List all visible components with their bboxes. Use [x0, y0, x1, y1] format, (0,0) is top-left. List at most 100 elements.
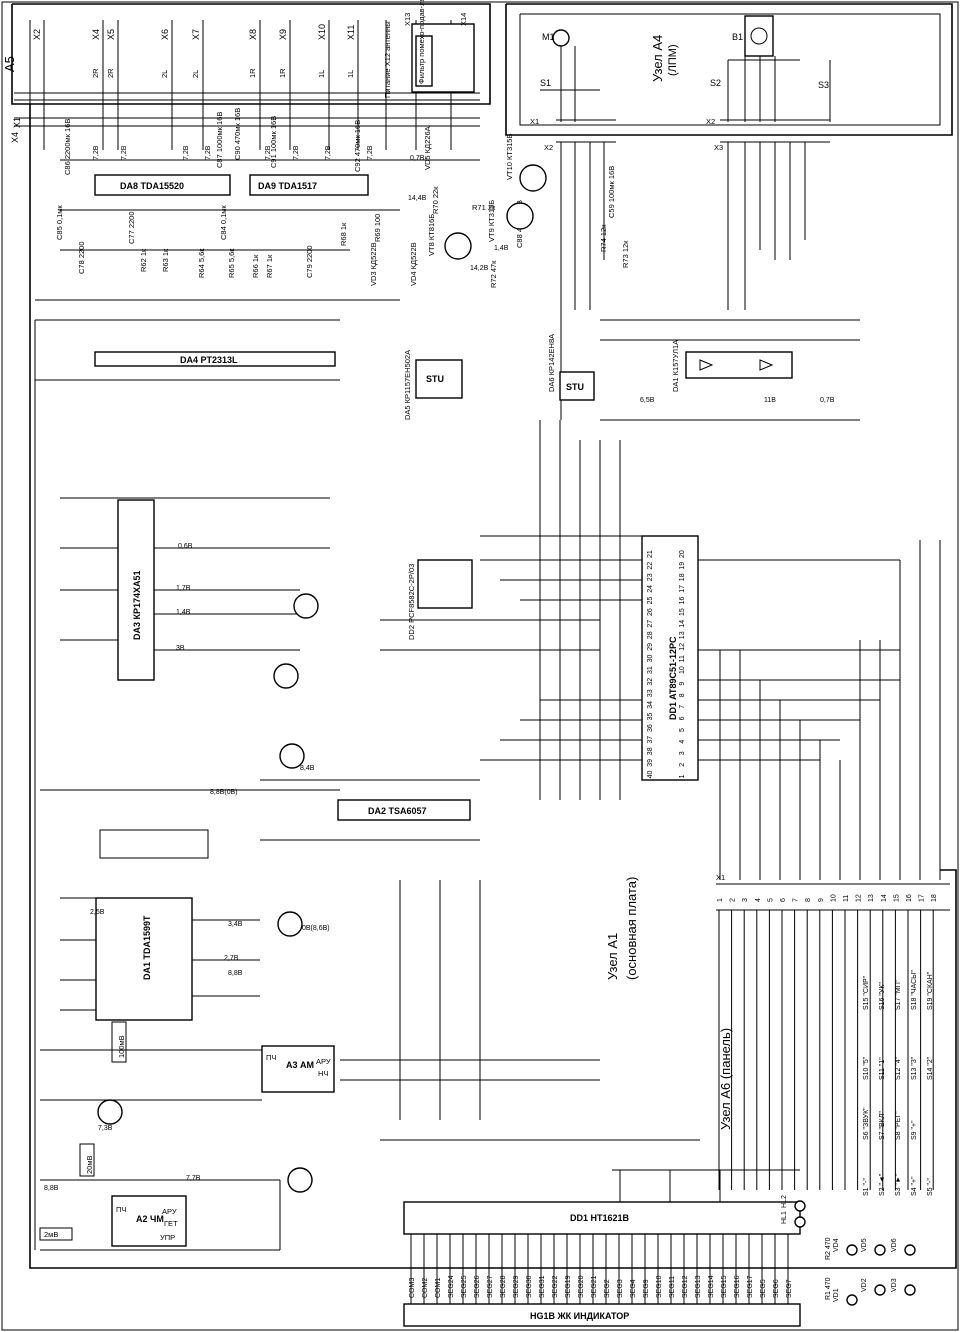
lcd-pin-label: SEG12	[682, 1275, 689, 1298]
panel-switch-label: S7 "ВКЛ"	[879, 1111, 886, 1140]
vt9-label: VT9 КТ315Б	[487, 200, 496, 242]
led-symbol	[904, 1284, 916, 1296]
panel-pin: 15	[893, 894, 900, 902]
signal-level-labels: 100мВ 20мВ 2мВ	[39, 1021, 127, 1241]
voltage-label: 3,4В	[228, 921, 243, 928]
voltage-label: 8,8В(0В)	[210, 789, 238, 796]
da1b-label: DA1 К157УЛ1А	[671, 340, 680, 392]
dd1-pin-left: 36	[647, 724, 654, 732]
dd1-pin-right: 9	[679, 682, 686, 686]
c90-label: C90 470мк 16В	[233, 108, 242, 160]
r68-label: R68 1к	[339, 222, 348, 246]
channel-label: 1L	[317, 70, 326, 78]
panel-pin: 17	[919, 894, 926, 902]
panel-switch-label: S12 "4"	[895, 1056, 902, 1080]
da4-chip	[94, 351, 336, 367]
dd1-pin-right: 11	[679, 655, 686, 662]
panel-pin: 3	[742, 898, 749, 902]
panel-pin: 2	[730, 898, 737, 902]
channel-label: 2R	[91, 68, 100, 78]
da3-fm-processor: DA3 КР174ХА51	[60, 497, 330, 689]
vt10-label: VT10 КТ315Б	[505, 134, 514, 180]
dd1-pin-right: 10	[679, 666, 686, 674]
ht1621-chip	[403, 1201, 801, 1235]
da2-chip	[337, 799, 471, 821]
panel-switch-label: S11 "1"	[879, 1057, 886, 1080]
lcd-pin-label: SEG11	[669, 1276, 676, 1298]
lcd-pin-label: COM3	[409, 1278, 416, 1298]
c77-label: C77 2200	[127, 211, 136, 244]
channel-label: 1R	[278, 68, 287, 78]
a2-label: A2 ЧМ	[136, 1214, 164, 1224]
voltage-label: 7,2В	[367, 145, 374, 160]
lcd-pin-label: SEG15	[721, 1275, 728, 1298]
top-signal-label: X2	[32, 29, 42, 40]
voltage-label: 7,2В	[293, 145, 300, 160]
da1-if-processor: DA1 TDA1599T	[40, 789, 340, 1021]
lcd-pin-label: COM2	[422, 1278, 429, 1298]
r1-label: R1 470	[825, 1277, 832, 1300]
top-signal-label: X11	[346, 25, 356, 40]
c84-label: C84 0,1мк	[219, 205, 228, 240]
lcd-pin-label: SEG25	[461, 1275, 468, 1298]
top-signal-label: X5	[106, 29, 116, 40]
lcd-pin-label: SEG4	[630, 1279, 637, 1298]
lcd-pin-label: SEG26	[474, 1275, 481, 1298]
dd1-chip	[641, 535, 699, 781]
lcd-pin-label: SEG7	[786, 1279, 793, 1298]
dd1-pin-right: 14	[679, 620, 686, 628]
da1-preamp: DA1 К157УЛ1А	[600, 319, 860, 421]
dd1-pin-left: 33	[647, 689, 654, 697]
voltage-label: 7,2В	[325, 145, 332, 160]
panel-switch-label: S9 "+"	[911, 1120, 918, 1140]
dd1-pin-left: 24	[647, 585, 654, 593]
da8-chip	[94, 174, 231, 196]
x12-label: Питание X12 антенны	[383, 21, 392, 98]
panel-pin: 18	[931, 894, 938, 902]
led-label: VD5	[861, 1238, 868, 1252]
top-signal-label: X8	[248, 29, 258, 40]
s1-a4-label: S1	[540, 78, 551, 88]
da1b-chip	[685, 351, 793, 379]
voltage-label: 14,4В	[408, 195, 427, 202]
dd1-pin-left: 35	[647, 713, 654, 721]
a1-title: Узел А1	[605, 933, 620, 980]
mv20-label: 20мВ	[85, 1155, 94, 1174]
regulators: STU DA5 КР1157ЕН502А STU DA6 КР142ЕН8А	[403, 334, 595, 420]
panel-switch-label: S3 "►"	[895, 1173, 902, 1196]
dd1-pin-left: 37	[647, 736, 654, 744]
a4-x1: X1	[530, 117, 539, 126]
panel-switch-label: S17 "МП"	[895, 979, 902, 1010]
vd3-label: VD3 КД522В	[369, 242, 378, 286]
a4-title: Узел А4	[650, 35, 665, 82]
led-symbol	[874, 1244, 886, 1256]
a2-chip	[111, 1195, 187, 1247]
da4-label: DA4 PT2313L	[180, 355, 238, 365]
dd1-pin-left: 29	[647, 643, 654, 651]
dd1-pin-right: 17	[679, 585, 686, 593]
lcd-pin-label: SEG22	[552, 1275, 559, 1298]
a3-pch: ПЧ	[266, 1053, 276, 1062]
led-label: HL2	[781, 1195, 788, 1208]
led-symbol	[846, 1294, 858, 1306]
led-symbol	[794, 1200, 806, 1212]
channel-label: 1L	[346, 70, 355, 78]
panel-pin: 6	[780, 898, 787, 902]
panel-switches: S15 "СИР"S16 "УК"S17 "МП"S18 "ЧАСЫ"S19 "…	[863, 970, 934, 1196]
a4-x3: X3	[714, 143, 723, 152]
panel-pin: 11	[843, 895, 850, 902]
vd5-label: VD5 КД226А	[423, 126, 432, 170]
s3-a4-label: S3	[818, 80, 829, 90]
voltage-label: 1,4В	[176, 609, 191, 616]
voltage-label: 8,8В	[228, 970, 243, 977]
c86-label: C86 2200мк 16В	[63, 119, 72, 175]
dd1-pin-right: 7	[679, 705, 686, 709]
dd1-pin-right: 6	[679, 716, 686, 720]
a2-pch: ПЧ	[116, 1205, 126, 1214]
lcd-label: HG1B ЖК ИНДИКАТОР	[530, 1311, 629, 1321]
vt8-label: VT8 КТ816Б	[427, 214, 436, 256]
a4-x2b: X2	[706, 117, 715, 126]
a1-subtitle: (основная плата)	[624, 877, 639, 980]
a6-x1: X1	[716, 873, 725, 882]
dd1-pin-left: 22	[647, 562, 654, 570]
